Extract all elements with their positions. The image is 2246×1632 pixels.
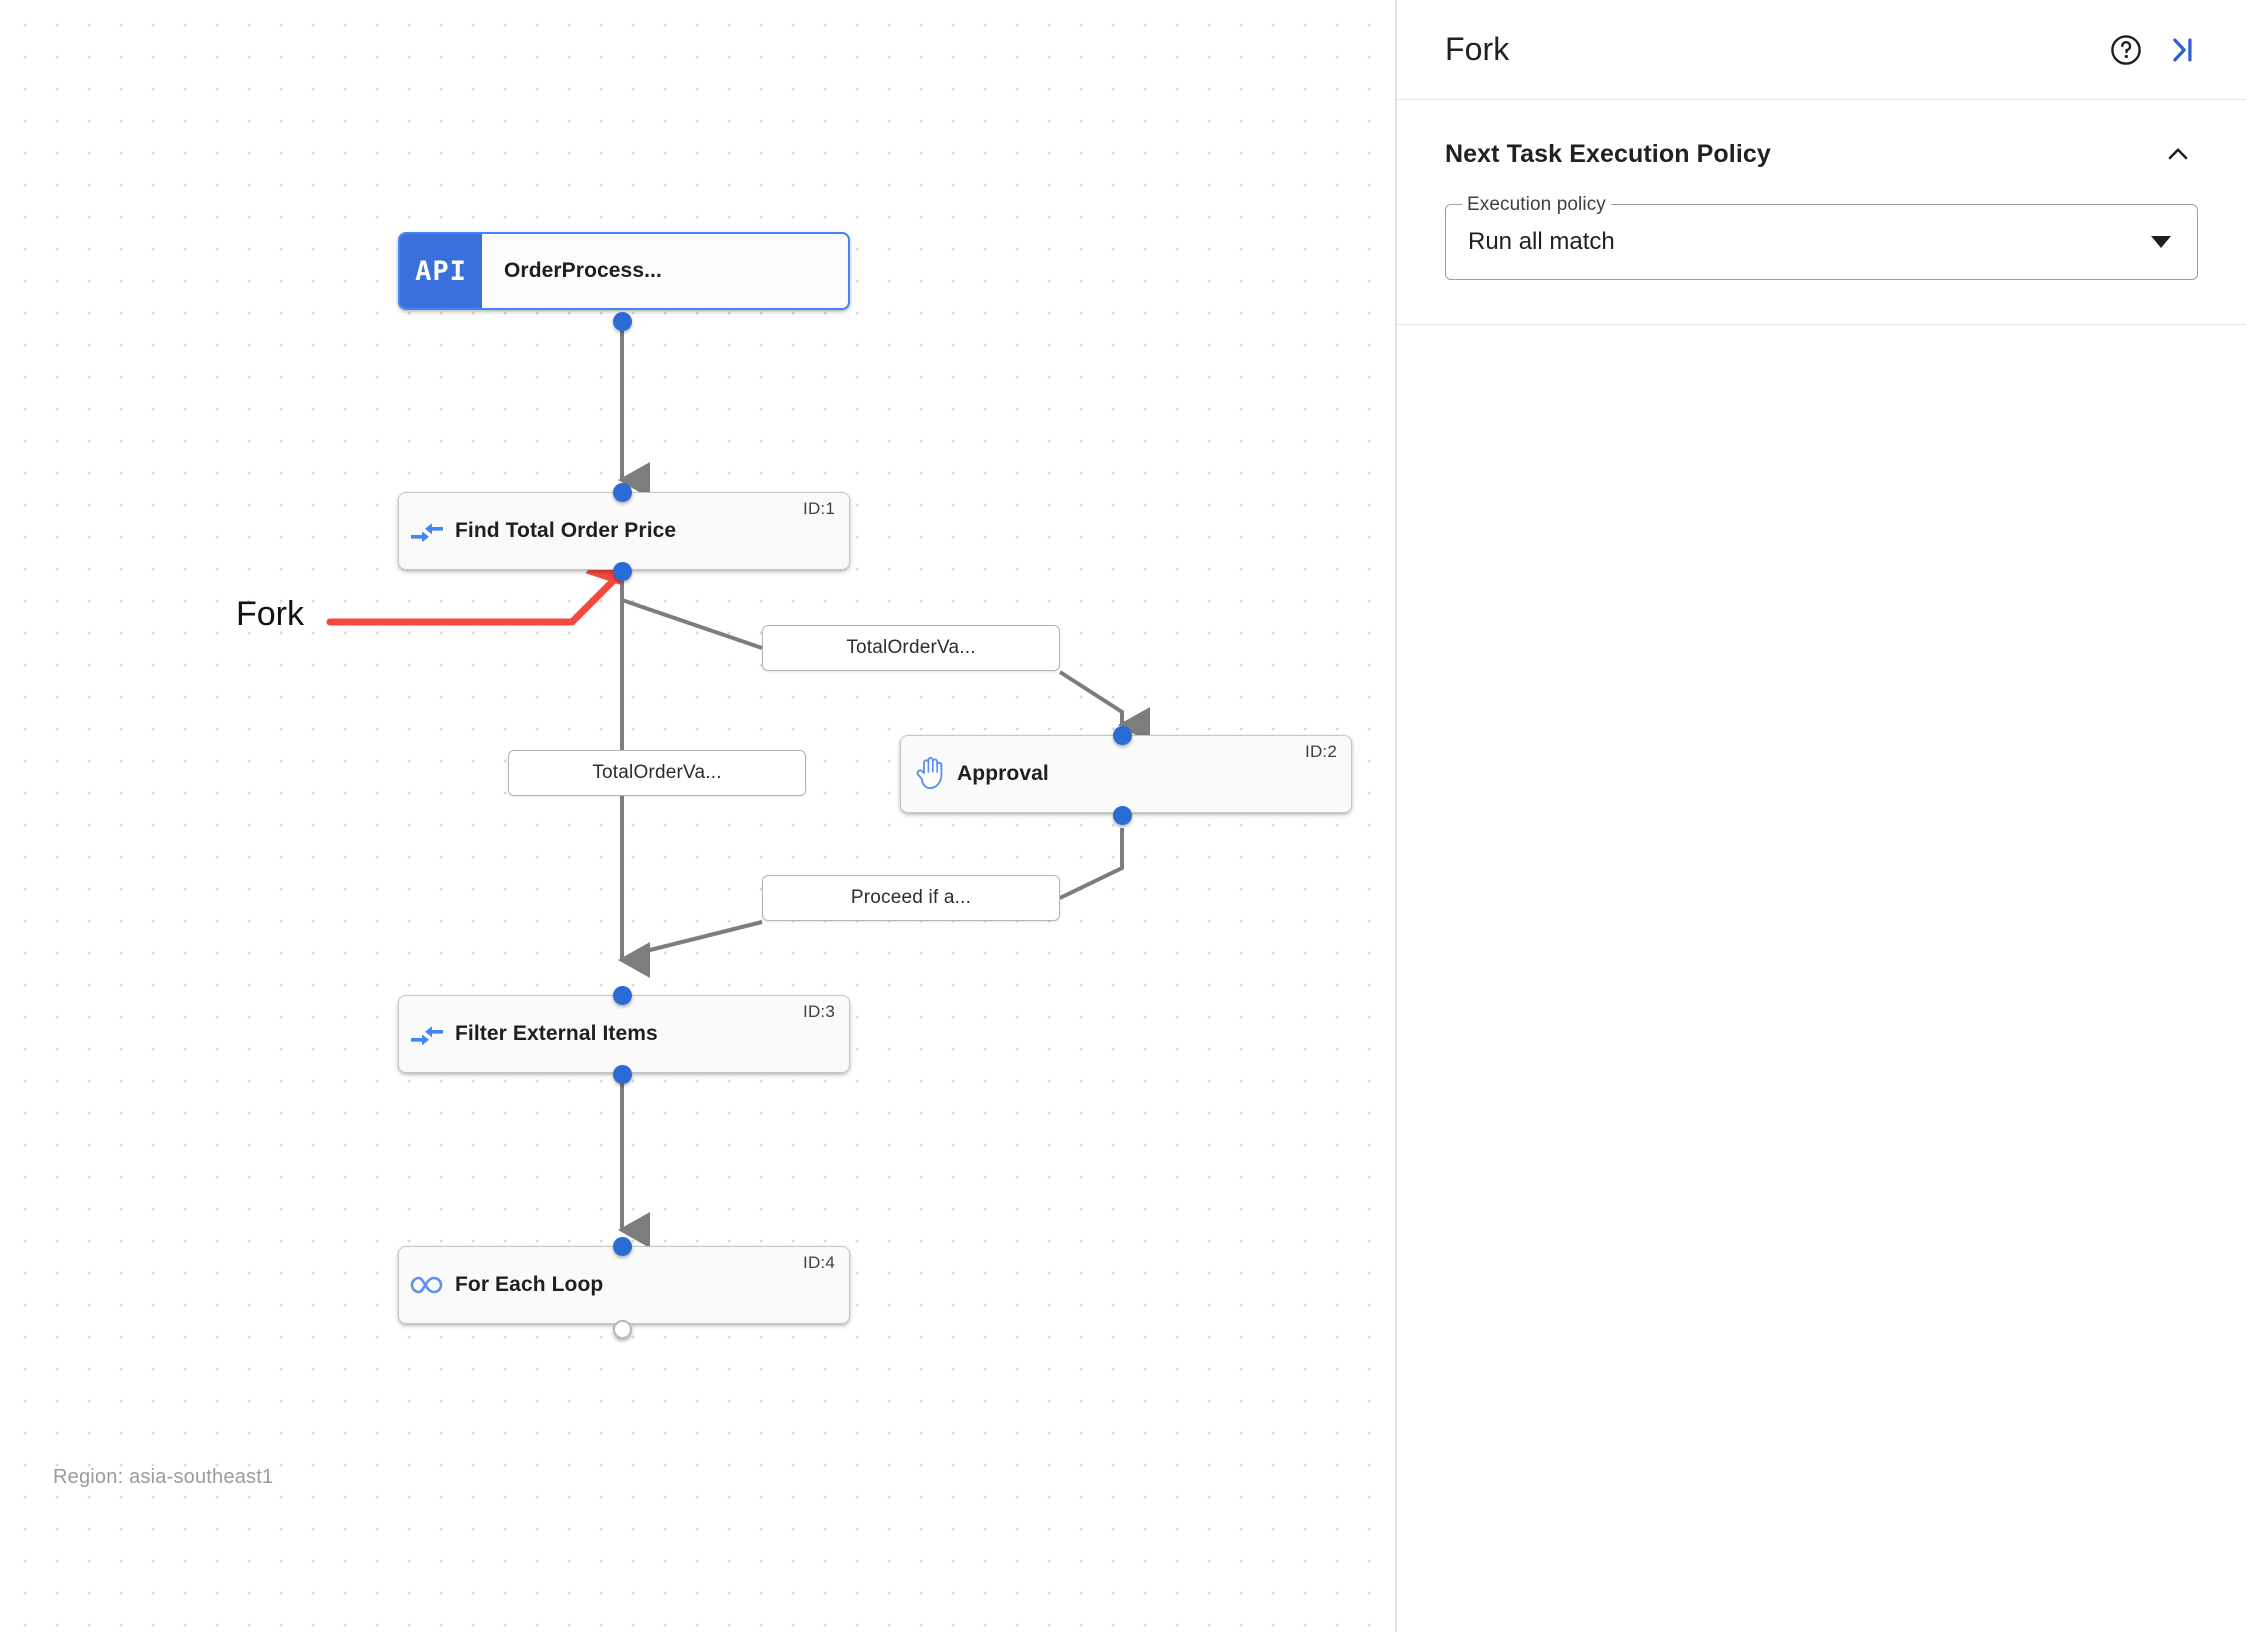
section-title: Next Task Execution Policy [1445,139,1771,168]
port-out-for-each-loop[interactable] [613,1320,632,1339]
edge-label-to-approval[interactable]: TotalOrderVa... [762,625,1060,671]
edge-proceed-to-task3 [641,920,763,954]
annotation-arrow [326,548,623,626]
node-title: OrderProcess... [504,259,662,282]
properties-panel: Fork Next Task Execution Policy [1397,0,2246,1632]
execution-policy-label: Execution policy [1462,194,1611,216]
edge-approval-out-head [1059,828,1124,900]
edge-approval-in-tail [1058,670,1150,743]
next-task-execution-policy-section: Next Task Execution Policy Execution pol… [1397,100,2246,325]
port-out-find-total-order-price-fork[interactable] [613,562,632,581]
node-id-label: ID:4 [803,1253,835,1272]
help-circle-icon[interactable] [2102,26,2150,74]
node-id-label: ID:1 [803,499,835,518]
node-title: Filter External Items [455,1022,658,1045]
panel-title: Fork [1445,31,1510,67]
region-label: Region: asia-southeast1 [53,1466,274,1488]
node-for-each-loop[interactable]: For Each Loop ID:4 [398,1246,850,1324]
raised-hand-icon [901,757,957,791]
execution-policy-value: Run all match [1468,228,1615,255]
port-in-filter-external-items[interactable] [613,986,632,1005]
port-out-orderprocess[interactable] [613,312,632,331]
port-out-approval[interactable] [1113,806,1132,825]
node-orderprocess[interactable]: API OrderProcess... [398,232,850,310]
node-title: Approval [957,762,1049,785]
panel-body [1397,325,2246,1632]
compress-arrows-icon [399,1021,455,1047]
chevron-down-icon[interactable] [2151,236,2171,248]
canvas-panel-divider [1395,0,1397,1632]
node-approval[interactable]: Approval ID:2 [900,735,1352,813]
edge-label-approval-out[interactable]: Proceed if a... [762,875,1060,921]
node-id-label: ID:3 [803,1002,835,1021]
port-in-for-each-loop[interactable] [613,1237,632,1256]
port-in-approval[interactable] [1113,726,1132,745]
panel-header: Fork [1397,0,2246,100]
annotation-label-fork: Fork [236,595,304,633]
port-out-filter-external-items[interactable] [613,1065,632,1084]
section-header[interactable]: Next Task Execution Policy [1445,134,2198,174]
execution-policy-select[interactable]: Execution policy Run all match [1445,194,2198,280]
compress-arrows-icon [399,518,455,544]
api-icon: API [400,234,482,308]
node-id-label: ID:2 [1305,742,1337,761]
node-title: For Each Loop [455,1273,604,1296]
collapse-panel-right-icon[interactable] [2158,26,2206,74]
edge-label-to-filter[interactable]: TotalOrderVa... [508,750,806,796]
workflow-canvas[interactable]: API OrderProcess... Find Total Order Pri… [0,0,1397,1632]
chevron-up-icon[interactable] [2158,134,2198,174]
node-title: Find Total Order Price [455,519,677,542]
infinity-loop-icon [399,1274,455,1296]
port-in-find-total-order-price[interactable] [613,483,632,502]
node-find-total-order-price[interactable]: Find Total Order Price ID:1 [398,492,850,570]
edge-task1-to-approval [620,578,763,650]
node-filter-external-items[interactable]: Filter External Items ID:3 [398,995,850,1073]
